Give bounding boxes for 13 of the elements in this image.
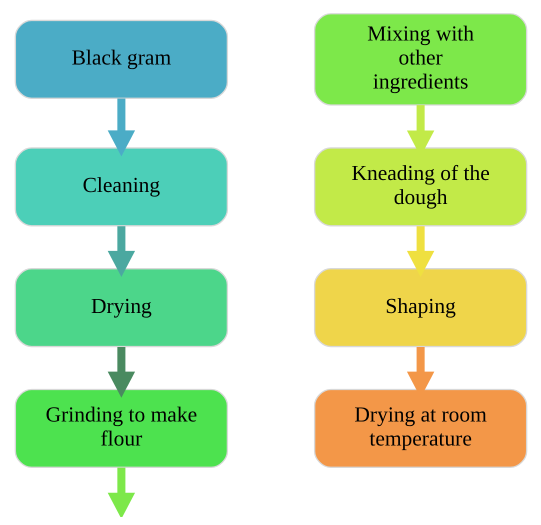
- node-box: Drying: [14, 268, 228, 348]
- arrow: [107, 468, 135, 517]
- arrow: [107, 98, 135, 157]
- node-box: Kneading of the dough: [313, 147, 527, 226]
- node-box: Black gram: [14, 20, 228, 99]
- node-box: Drying at room temperature: [313, 388, 527, 468]
- arrow: [107, 226, 135, 277]
- arrow: [107, 347, 135, 398]
- node-box: Cleaning: [14, 147, 228, 226]
- node-box: Grinding to make flour: [14, 388, 228, 468]
- node-box: Mixing with other ingredients: [313, 13, 527, 106]
- node-box: Shaping: [313, 268, 527, 348]
- arrow: [406, 226, 434, 277]
